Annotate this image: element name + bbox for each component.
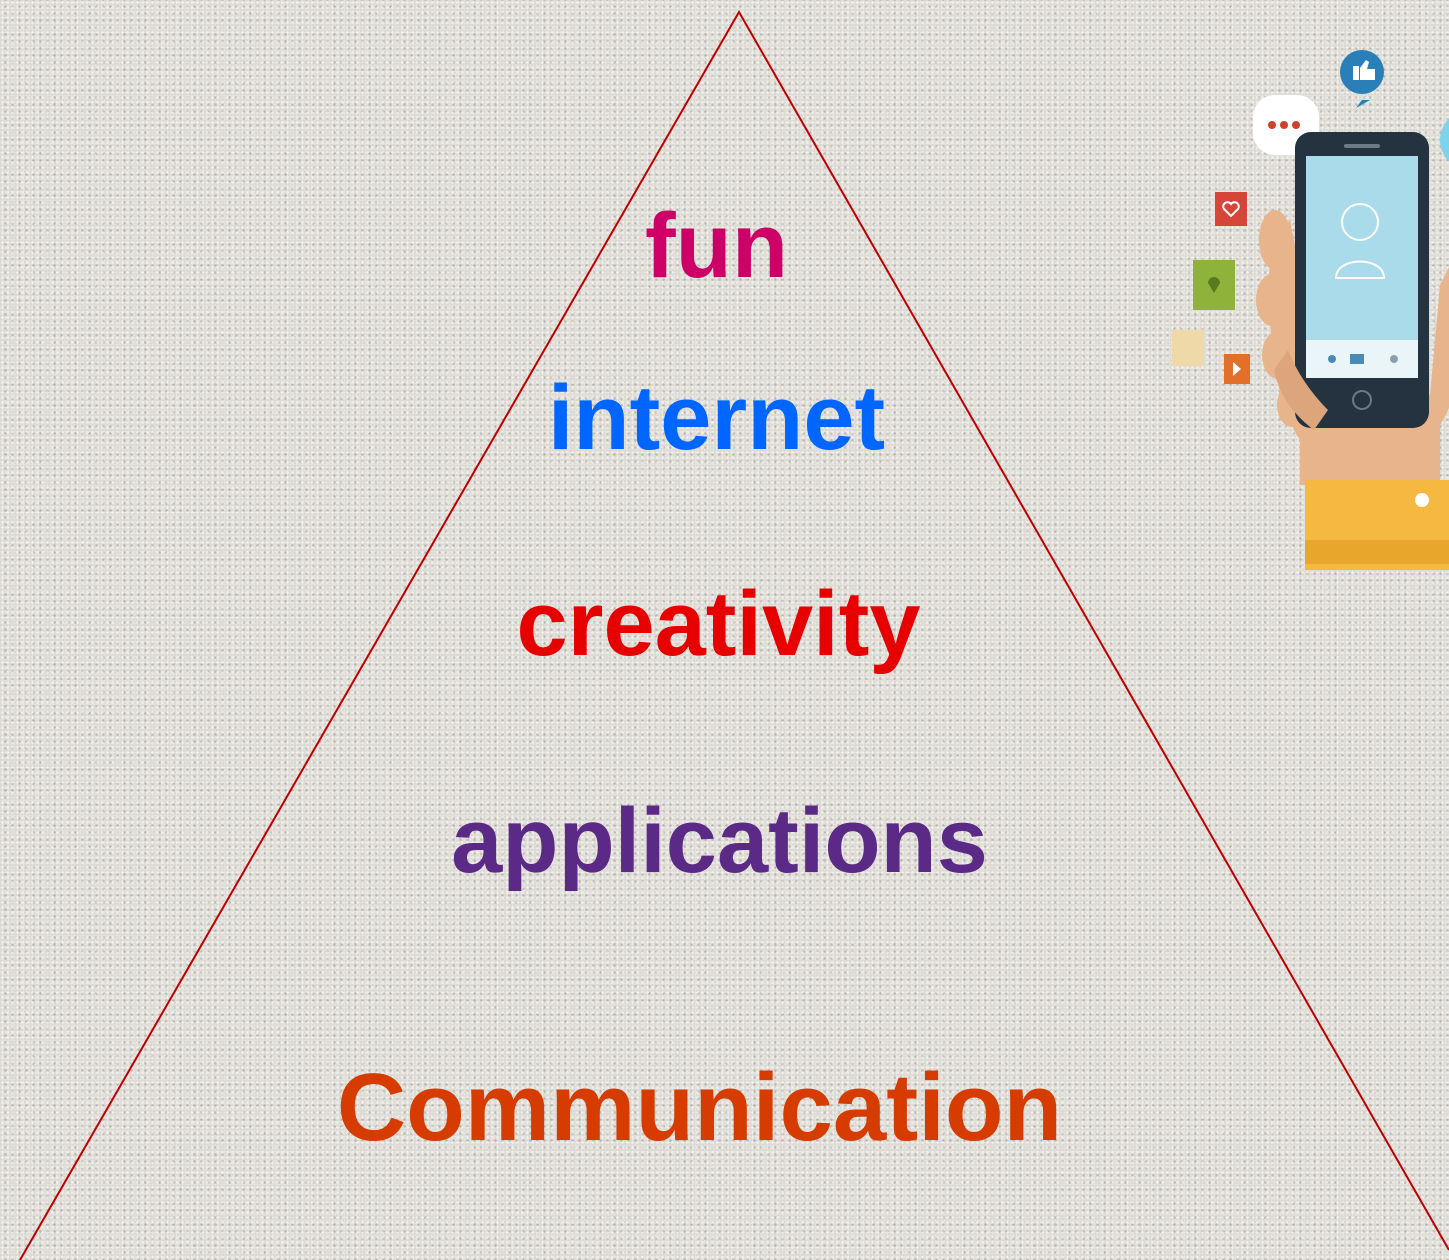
pyramid-level-fun: fun: [644, 195, 789, 297]
pyramid-level-applications: applications: [451, 790, 988, 892]
pyramid-level-internet: internet: [547, 367, 886, 469]
location-app-icon: [1193, 260, 1235, 310]
pyramid-level-creativity: creativity: [516, 573, 921, 675]
note-app-icon: [1172, 330, 1204, 366]
smartphone-icon: [1295, 132, 1429, 428]
heart-app-icon: [1215, 192, 1247, 226]
bubble-icon: [1440, 118, 1449, 162]
pyramid-level-communication: Communication: [336, 1054, 1063, 1161]
thumb-icon: [1274, 350, 1328, 430]
sleeve-cuff-icon: [1305, 480, 1449, 570]
hand-holding-smartphone-icon: [1172, 50, 1449, 570]
thumbs-up-icon: [1340, 50, 1384, 108]
play-app-icon: [1224, 354, 1250, 384]
